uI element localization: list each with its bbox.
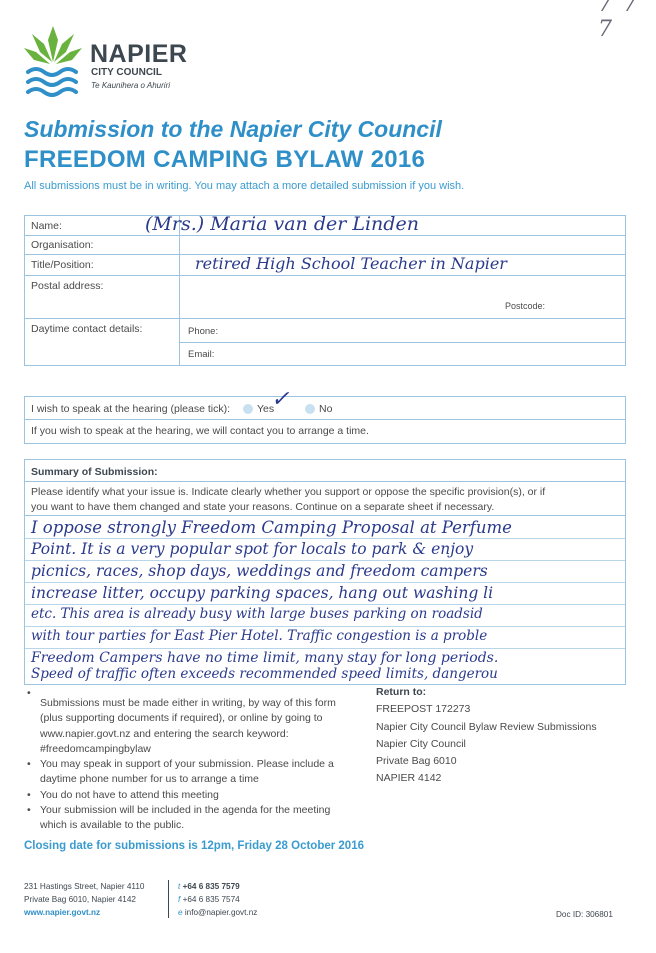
handwritten-line: increase litter, occupy parking spaces, … <box>31 584 494 602</box>
closing-date: Closing date for submissions is 12pm, Fr… <box>24 840 364 852</box>
title-position-label: Title/Position: <box>31 259 94 271</box>
footer-phone: +64 6 835 7579 <box>182 882 240 891</box>
footer-contact: t +64 6 835 7579 f +64 6 835 7574 e info… <box>178 880 257 919</box>
instruction-item: Submissions must be made either in writi… <box>24 686 354 757</box>
intro-text: All submissions must be in writing. You … <box>24 180 465 192</box>
return-line: Private Bag 6010 <box>376 755 457 768</box>
name-row: Name: (Mrs.) Maria van der Linden <box>25 213 625 236</box>
handwritten-line: Freedom Campers have no time limit, many… <box>31 650 499 666</box>
postal-row: Postal address: Postcode: <box>25 276 625 319</box>
footer-website-link[interactable]: www.napier.govt.nz <box>24 908 101 917</box>
radio-no-icon[interactable] <box>305 404 316 415</box>
fax-prefix: f <box>178 895 181 904</box>
return-line: FREEPOST 172273 <box>376 703 471 716</box>
hearing-no-option[interactable]: No <box>305 403 332 415</box>
phone-label: Phone: <box>188 326 219 337</box>
name-field[interactable]: (Mrs.) Maria van der Linden <box>145 213 419 235</box>
instructions-list: Submissions must be made either in writi… <box>24 686 354 834</box>
corner-handwritten-mark: 7 7 7 <box>598 0 639 42</box>
handwritten-submission[interactable]: I oppose strongly Freedom Camping Propos… <box>25 460 625 684</box>
hearing-question: I wish to speak at the hearing (please t… <box>31 403 332 415</box>
contact-details-form: Name: (Mrs.) Maria van der Linden Organi… <box>24 213 626 366</box>
hearing-note: If you wish to speak at the hearing, we … <box>31 425 369 437</box>
summary-instructions-1: Please identify what your issue is. Indi… <box>31 486 546 498</box>
handwritten-line: with tour parties for East Pier Hotel. T… <box>31 628 488 644</box>
napier-logo-icon <box>24 26 82 97</box>
email-label: Email: <box>188 349 215 360</box>
daytime-contact-label: Daytime contact details: <box>31 323 143 335</box>
return-line: Napier City Council <box>376 737 466 750</box>
organisation-row: Organisation: <box>25 236 625 255</box>
return-line: NAPIER 4142 <box>376 772 442 785</box>
footer-private-bag: Private Bag 6010, Napier 4142 <box>24 895 136 904</box>
name-label: Name: <box>31 220 62 232</box>
handwritten-line: I oppose strongly Freedom Camping Propos… <box>31 518 512 537</box>
logo-maori-name: Te Kaunihera o Ahuriri <box>91 81 171 90</box>
instruction-item: You may speak in support of your submiss… <box>24 757 354 788</box>
hearing-section: I wish to speak at the hearing (please t… <box>24 387 626 444</box>
summary-section: Summary of Submission: Please identify w… <box>24 459 626 685</box>
instruction-item: Your submission will be included in the … <box>24 803 354 834</box>
postal-address-label: Postal address: <box>31 280 104 292</box>
organisation-label: Organisation: <box>31 239 94 251</box>
radio-yes-icon[interactable] <box>242 404 253 415</box>
return-address: Return to: FREEPOST 172273 Napier City C… <box>376 684 597 788</box>
summary-heading: Summary of Submission: <box>31 466 158 478</box>
title-row: Title/Position: retired High School Teac… <box>25 254 625 276</box>
logo-subtitle: CITY COUNCIL <box>91 67 162 78</box>
return-line: Napier City Council Bylaw Review Submiss… <box>376 720 597 733</box>
handwritten-line: Point. It is a very popular spot for loc… <box>31 540 474 558</box>
handwritten-line: Speed of traffic often exceeds recommend… <box>31 666 498 682</box>
footer-fax: +64 6 835 7574 <box>182 895 240 904</box>
yes-label: Yes <box>256 403 275 415</box>
footer-address: 231 Hastings Street, Napier 4110 Private… <box>24 880 144 919</box>
hearing-yes-option[interactable]: Yes <box>242 403 277 415</box>
no-label: No <box>319 403 333 415</box>
handwritten-line: picnics, races, shop days, weddings and … <box>31 562 488 580</box>
daytime-contact-row: Daytime contact details: Phone: Email: <box>25 319 625 365</box>
doc-id: Doc ID: 306801 <box>556 910 613 919</box>
hearing-question-text: I wish to speak at the hearing (please t… <box>31 403 231 415</box>
handwritten-line: etc. This area is already busy with larg… <box>31 606 483 622</box>
footer-divider <box>168 880 169 918</box>
summary-instructions-2: you want to have them changed and state … <box>31 501 495 513</box>
return-heading: Return to: <box>376 686 427 698</box>
postcode-label: Postcode: <box>505 301 546 311</box>
phone-prefix: t <box>178 882 181 891</box>
logo-wordmark: NAPIER <box>90 40 188 68</box>
bylaw-title: FREEDOM CAMPING BYLAW 2016 <box>24 146 426 173</box>
footer-street: 231 Hastings Street, Napier 4110 <box>24 882 145 891</box>
email-prefix: e <box>178 908 183 917</box>
title-position-field[interactable]: retired High School Teacher in Napier <box>195 254 507 273</box>
yes-tick-mark: ✓ <box>271 387 290 412</box>
document-title: Submission to the Napier City Council <box>24 116 442 142</box>
footer-email-link[interactable]: info@napier.govt.nz <box>184 908 258 917</box>
instruction-item: You do not have to attend this meeting <box>24 788 354 804</box>
